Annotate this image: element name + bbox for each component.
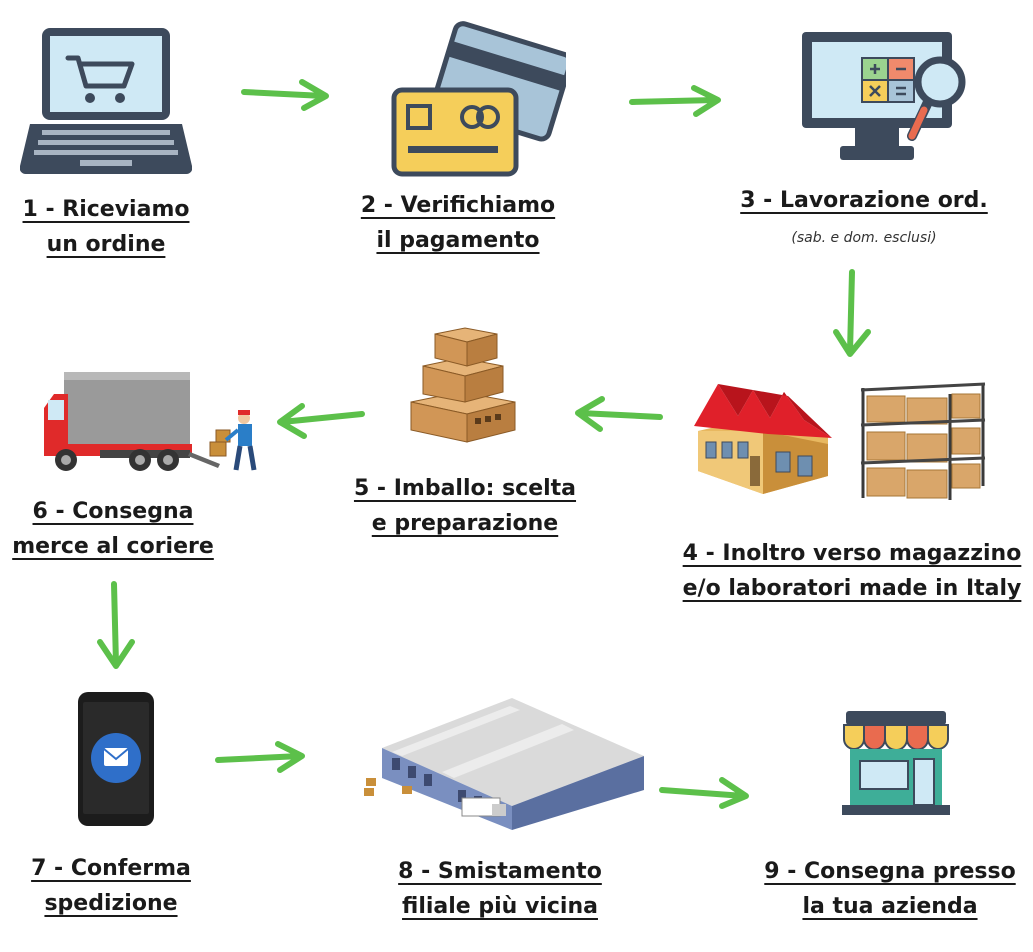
arrow-right-icon	[659, 777, 749, 809]
arrow-left-icon	[575, 396, 663, 432]
arrow-down-icon	[97, 581, 135, 669]
step-3-note: (sab. e dom. esclusi)	[791, 230, 937, 246]
smartphone-mail-icon	[78, 692, 154, 826]
boxes-icon	[410, 327, 516, 443]
arrow-right-icon	[241, 79, 329, 111]
factory-icon	[694, 384, 832, 494]
calculator-monitor-icon	[802, 32, 966, 160]
arrow-down-icon	[833, 269, 871, 357]
warehouse-shelf-icon	[860, 382, 986, 500]
delivery-truck-icon	[44, 372, 257, 471]
step-3-label: 3 - Lavorazione ord.(sab. e dom. esclusi…	[740, 188, 988, 246]
distribution-center-icon	[364, 698, 644, 830]
shop-icon	[842, 711, 950, 815]
credit-card-icon	[391, 21, 566, 177]
arrow-right-icon	[629, 85, 721, 117]
arrow-right-icon	[215, 741, 305, 773]
laptop-cart-icon	[20, 28, 192, 175]
arrow-left-icon	[277, 403, 365, 439]
